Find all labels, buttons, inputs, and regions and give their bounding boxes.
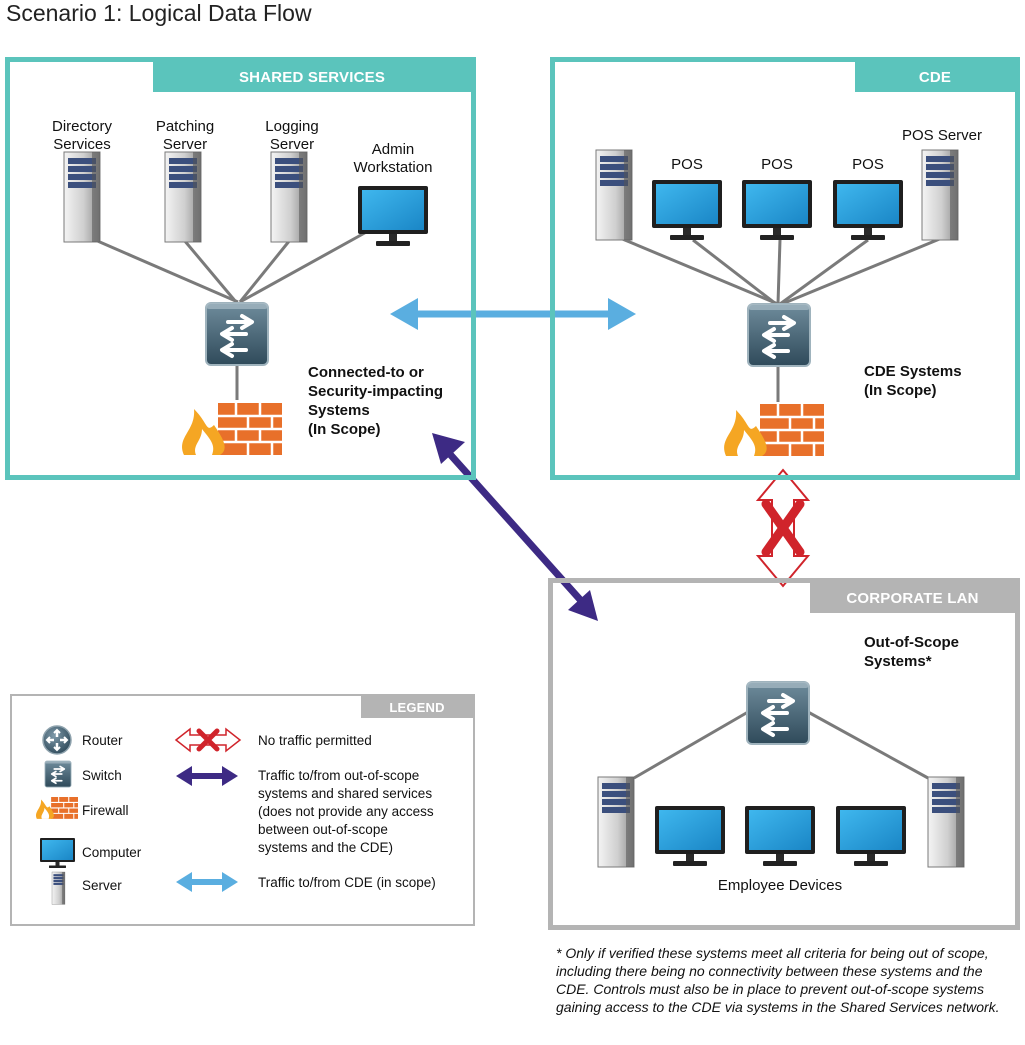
- legend-no-traffic-icon: [174, 727, 242, 753]
- corporate-lan-links: [633, 710, 929, 780]
- shared-services-box: SHARED SERVICES: [5, 57, 476, 480]
- shared-scope-label: Connected-to or Security-impacting Syste…: [308, 364, 444, 438]
- legend-purple-arrow-icon: [176, 766, 238, 786]
- legend-out-of-scope-label: Traffic to/from out-of-scope systems and…: [258, 768, 434, 855]
- legend-box: LEGEND: [10, 694, 475, 926]
- shared-services-header: SHARED SERVICES: [153, 62, 471, 92]
- cde-scope-label: CDE Systems (In Scope): [864, 363, 962, 399]
- no-traffic-arrow: [755, 468, 811, 588]
- cde-box: CDE: [550, 57, 1020, 480]
- footnote: * Only if verified these systems meet al…: [556, 945, 1000, 1015]
- legend-router-label: Router: [82, 733, 123, 748]
- legend-computer-label: Computer: [82, 845, 142, 860]
- shared-services-links: [85, 228, 371, 400]
- pos-label-3: POS: [852, 156, 884, 173]
- legend-blue-arrow-icon: [176, 872, 238, 892]
- pos-label-1: POS: [671, 156, 703, 173]
- legend-firewall-label: Firewall: [82, 803, 129, 818]
- legend-server-label: Server: [82, 878, 122, 893]
- employee-devices-label: Employee Devices: [717, 877, 843, 894]
- corporate-lan-box: CORPORATE LAN: [548, 578, 1020, 930]
- page-title: Scenario 1: Logical Data Flow: [6, 0, 312, 26]
- legend-header: LEGEND: [361, 696, 473, 718]
- cde-traffic-arrow: [390, 298, 636, 330]
- pos-label-2: POS: [761, 156, 793, 173]
- legend-switch-label: Switch: [82, 768, 122, 783]
- corporate-lan-header: CORPORATE LAN: [810, 583, 1015, 613]
- legend-no-traffic-label: No traffic permitted: [258, 733, 372, 748]
- legend-cde-traffic-label: Traffic to/from CDE (in scope): [258, 875, 436, 890]
- cde-links: [619, 236, 943, 402]
- cde-header: CDE: [855, 62, 1015, 92]
- lan-scope-label: Out-of-Scope Systems*: [864, 634, 959, 670]
- pos-server-label: POS Server: [901, 127, 983, 144]
